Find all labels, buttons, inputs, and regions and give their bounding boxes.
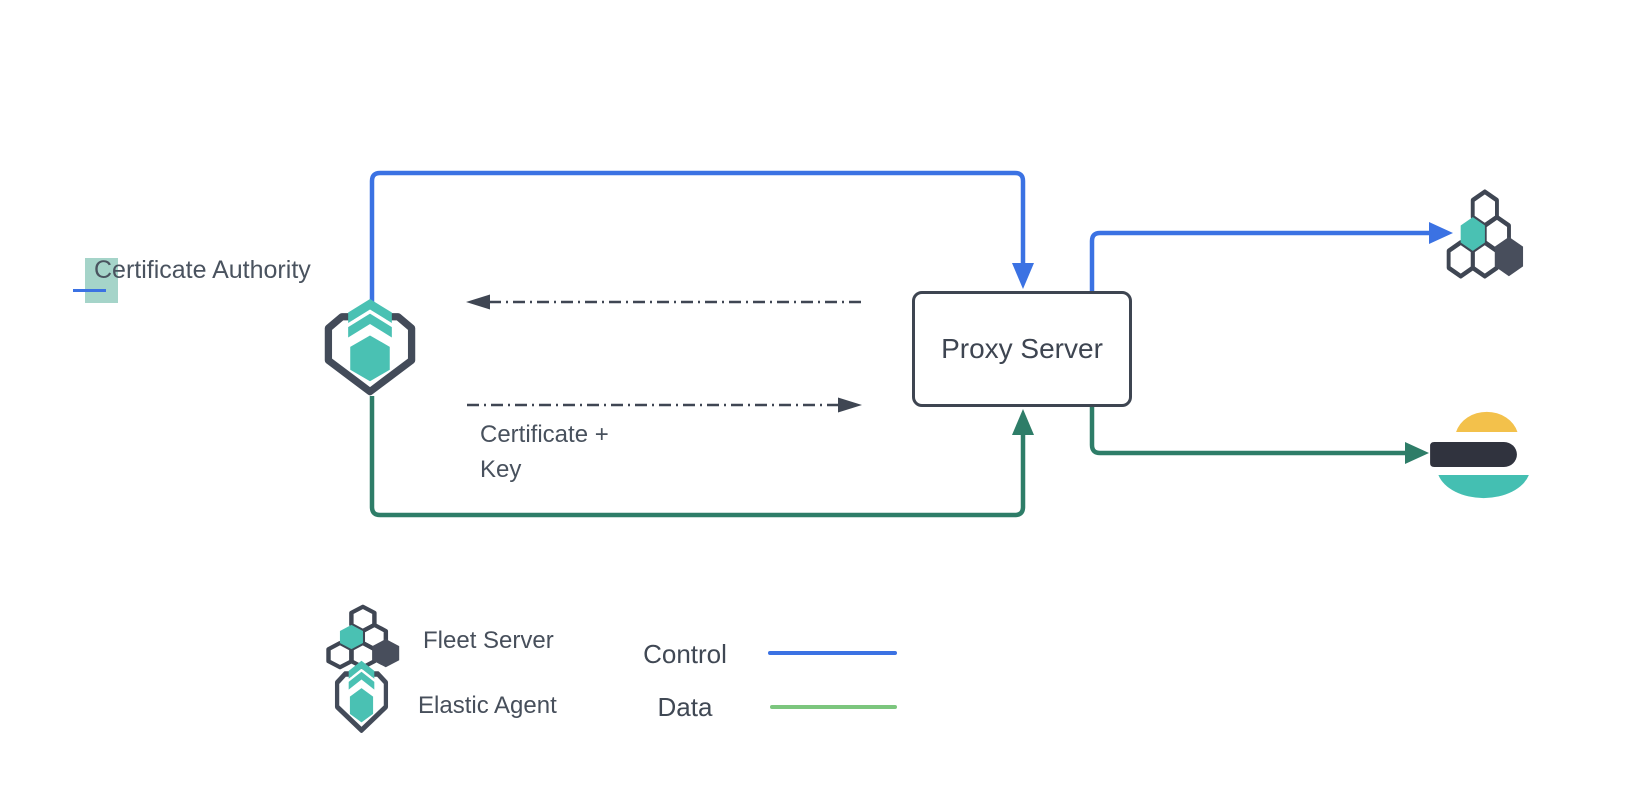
certificate-request-arrowhead-left	[466, 294, 490, 310]
data-arrowhead-into-elasticsearch	[1405, 442, 1429, 464]
control-line-agent-to-proxy	[369, 170, 1026, 303]
elastic-agent-icon	[324, 299, 416, 396]
certificate-key-annotation: Certificate + Key	[480, 417, 609, 487]
legend-elastic-agent-label: Elastic Agent	[418, 692, 557, 719]
control-arrowhead-into-proxy-top	[1012, 263, 1034, 289]
control-line-proxy-to-fleet	[1089, 230, 1429, 291]
certificate-authority-label: Certificate Authority	[94, 256, 311, 284]
certificate-key-line1: Certificate +	[480, 421, 609, 448]
text-selection-highlight	[85, 258, 118, 303]
proxy-server-node: Proxy Server	[912, 291, 1132, 407]
proxy-server-label: Proxy Server	[941, 333, 1103, 364]
legend-data-label: Data	[657, 692, 713, 722]
fleet-server-icon	[1446, 189, 1524, 279]
legend-fleet-server-label: Fleet Server	[423, 627, 554, 654]
certificate-key-line2: Key	[480, 456, 522, 483]
collaborator-caret	[73, 289, 106, 292]
data-line-proxy-to-elasticsearch	[1089, 407, 1405, 456]
certificate-key-arrowhead-right	[838, 397, 862, 413]
control-arrowhead-into-fleet	[1429, 222, 1453, 244]
data-arrowhead-into-proxy-bottom	[1012, 409, 1034, 435]
legend-control-label: Control	[643, 639, 727, 669]
legend-data-line-swatch	[770, 705, 897, 709]
elasticsearch-icon	[1430, 411, 1529, 499]
legend-control-line-swatch	[768, 651, 897, 655]
data-line-agent-to-proxy	[369, 396, 1026, 518]
legend-elastic-agent-icon	[334, 660, 389, 733]
